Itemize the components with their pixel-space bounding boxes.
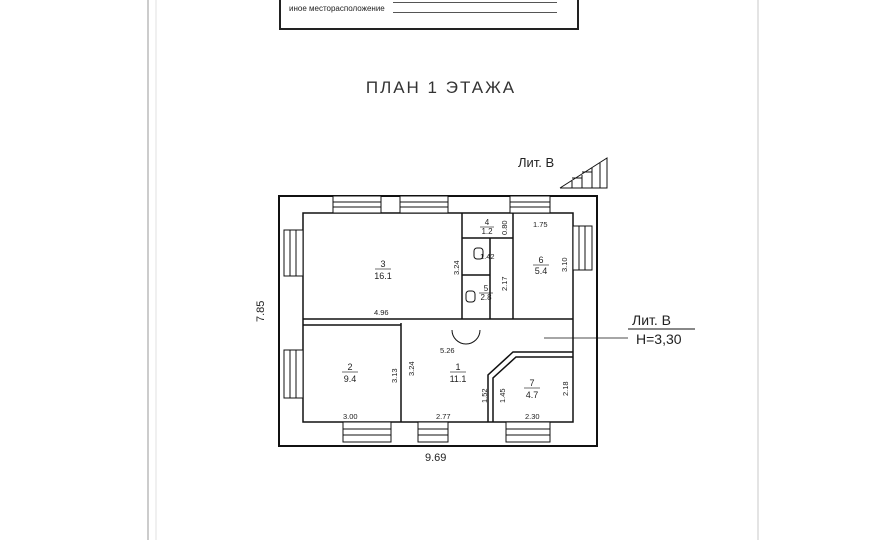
dim-label: 1.45 — [498, 388, 507, 403]
dim-label: 1.42 — [480, 252, 495, 261]
interior-walls — [303, 213, 573, 422]
room-6-label: 6 5.4 — [533, 255, 549, 276]
svg-text:11.1: 11.1 — [450, 374, 467, 384]
svg-text:1.2: 1.2 — [481, 227, 493, 236]
sink-fixture — [465, 290, 476, 303]
svg-text:5: 5 — [484, 284, 489, 293]
room-5-label: 5 2.8 — [479, 284, 493, 302]
windows-left — [283, 229, 304, 399]
window-right — [572, 225, 593, 271]
location-label: иное месторасположение — [289, 4, 385, 13]
dim-label: 3.24 — [452, 260, 461, 275]
dim-label: 1.75 — [533, 220, 548, 229]
plan-title: ПЛАН 1 ЭТАЖА — [365, 78, 517, 97]
room-4-label: 4 1.2 — [480, 218, 494, 236]
svg-text:6: 6 — [538, 255, 543, 265]
windows-top — [332, 195, 551, 214]
header-stamp-box: иное месторасположение — [279, 0, 579, 30]
dim-label: 0.80 — [500, 220, 509, 235]
svg-text:4.7: 4.7 — [526, 390, 539, 400]
dimension-labels: 4.96 3.24 0.80 1.42 2.17 1.75 3.10 5.26 … — [343, 220, 570, 421]
header-underline — [393, 12, 557, 13]
dim-label: 3.00 — [343, 412, 358, 421]
dim-label: 3.10 — [560, 257, 569, 272]
windows-bottom — [342, 421, 551, 443]
door-swing — [451, 329, 481, 345]
litera-side-label: Лит. В — [632, 312, 671, 328]
overall-width: 9.69 — [425, 452, 446, 464]
litera-top-label: Лит. В — [518, 155, 554, 170]
dim-label: 5.26 — [440, 346, 455, 355]
svg-text:4: 4 — [485, 218, 490, 227]
dim-label: 3.13 — [390, 368, 399, 383]
height-label: H=3,30 — [636, 331, 682, 347]
toilet-fixture — [473, 247, 484, 260]
outer-wall — [278, 195, 598, 447]
dim-label: 2.30 — [525, 412, 540, 421]
room-3-label: 3 16.1 — [374, 259, 392, 281]
svg-text:7: 7 — [529, 378, 534, 388]
dim-label: 4.96 — [374, 308, 389, 317]
svg-text:16.1: 16.1 — [374, 271, 392, 281]
svg-text:3: 3 — [380, 259, 385, 269]
svg-text:2: 2 — [347, 362, 352, 372]
svg-text:5.4: 5.4 — [535, 266, 548, 276]
dim-label: 2.18 — [561, 381, 570, 396]
svg-text:1: 1 — [455, 362, 460, 372]
dim-label: 2.17 — [500, 276, 509, 291]
svg-text:2.8: 2.8 — [480, 293, 492, 302]
room-2-label: 2 9.4 — [342, 362, 358, 384]
header-underline-top — [393, 2, 557, 3]
svg-text:9.4: 9.4 — [344, 374, 357, 384]
room-7-label: 7 4.7 — [524, 378, 540, 400]
dim-label: 1.52 — [480, 388, 489, 403]
stair-hatch — [559, 157, 608, 189]
overall-depth: 7.85 — [255, 301, 267, 322]
dim-label: 3.24 — [407, 361, 416, 376]
room-1-label: 1 11.1 — [450, 362, 467, 384]
dim-label: 2.77 — [436, 412, 451, 421]
